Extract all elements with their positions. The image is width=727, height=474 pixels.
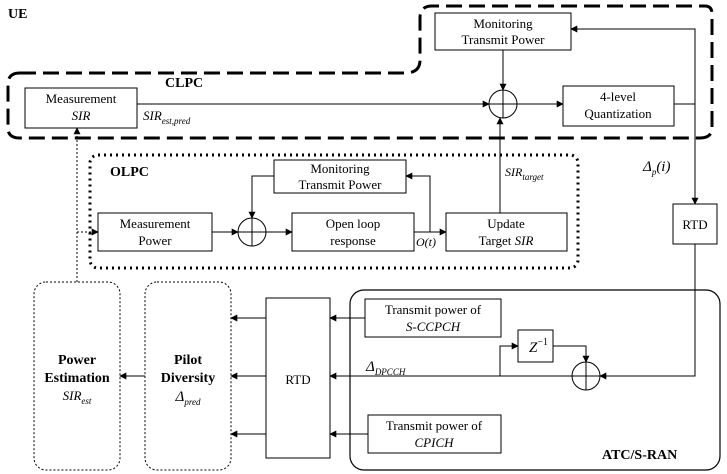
monitoring-transmit-power-olpc-box bbox=[273, 159, 407, 194]
pilot-line1: Pilot bbox=[174, 353, 202, 368]
openloop-line2: response bbox=[330, 233, 376, 248]
rtd-right-box bbox=[672, 203, 718, 245]
power-estimation-box bbox=[33, 281, 121, 471]
mtp-olpc-line2: Transmit Power bbox=[299, 177, 383, 192]
update-line2: Target SIR bbox=[479, 233, 534, 248]
atc-region bbox=[349, 289, 721, 471]
summing-junction-atc bbox=[571, 361, 601, 391]
quantization-box bbox=[562, 85, 675, 127]
meas-power-line2: Power bbox=[138, 233, 172, 248]
pilot-line2: Diversity bbox=[161, 371, 215, 386]
tp-cpich-line2: CPICH bbox=[415, 435, 455, 450]
arrow-summer-to-z bbox=[499, 342, 572, 377]
arrow-quant-to-rtd bbox=[674, 103, 699, 205]
update-line1: Update bbox=[487, 216, 525, 231]
openloop-line1: Open loop bbox=[326, 216, 381, 231]
arrow-feedback-to-mtp-top bbox=[570, 25, 696, 104]
monitoring-transmit-power-top-box bbox=[434, 12, 572, 51]
olpc-label: OLPC bbox=[110, 165, 149, 180]
tp-sccpch-line1: Transmit power of bbox=[385, 302, 482, 317]
pilot-diversity-box bbox=[144, 281, 232, 471]
olpc-region bbox=[88, 153, 580, 270]
mtp-top-line2: Transmit Power bbox=[462, 32, 546, 47]
measurement-power-box bbox=[97, 212, 213, 252]
atc-label: ATC/S-RAN bbox=[602, 448, 677, 463]
open-loop-response-box bbox=[291, 212, 415, 252]
mtp-top-line1: Monitoring bbox=[473, 16, 533, 31]
ot-label: O(t) bbox=[416, 235, 436, 249]
tp-cpich-line1: Transmit power of bbox=[386, 418, 483, 433]
meas-sir-line2: SIR bbox=[72, 108, 91, 123]
ue-label: UE bbox=[8, 7, 27, 22]
clpc-label: CLPC bbox=[165, 76, 203, 91]
power-est-line2: Estimation bbox=[44, 371, 110, 386]
update-target-sir-box bbox=[445, 212, 568, 252]
quant-line1: 4-level bbox=[600, 89, 636, 104]
delta-dpcch-label: ΔDPCCH bbox=[365, 359, 406, 377]
sir-target-label: SIRtarget bbox=[505, 165, 544, 182]
summing-junction-olpc bbox=[237, 217, 267, 247]
arrow-mtp-olpc-to-summer bbox=[248, 175, 274, 219]
power-est-line1: Power bbox=[58, 353, 96, 368]
meas-sir-line1: Measurement bbox=[46, 91, 117, 106]
rtd-right-label: RTD bbox=[682, 217, 707, 232]
arrow-z-to-summer bbox=[553, 345, 590, 363]
delta-pred-label: Δpred bbox=[175, 389, 201, 407]
sir-est-pred-label: SIRest,pred bbox=[143, 108, 191, 126]
delta-p-label: Δp(i) bbox=[642, 159, 670, 177]
arrow-rtd-to-atc-summer bbox=[599, 244, 696, 380]
z-inv-label: Z−1 bbox=[529, 337, 548, 356]
arrow-ot-to-mtp-olpc bbox=[405, 172, 431, 232]
quant-line2: Quantization bbox=[584, 106, 652, 121]
summing-junction-top bbox=[488, 89, 518, 119]
mtp-olpc-line1: Monitoring bbox=[310, 161, 370, 176]
sir-est-label: SIRest bbox=[63, 388, 92, 406]
rtd-mid-label: RTD bbox=[285, 372, 310, 387]
tp-sccpch-line2: S-CCPCH bbox=[406, 319, 461, 334]
meas-power-line1: Measurement bbox=[120, 216, 191, 231]
measurement-sir-box bbox=[24, 87, 138, 129]
